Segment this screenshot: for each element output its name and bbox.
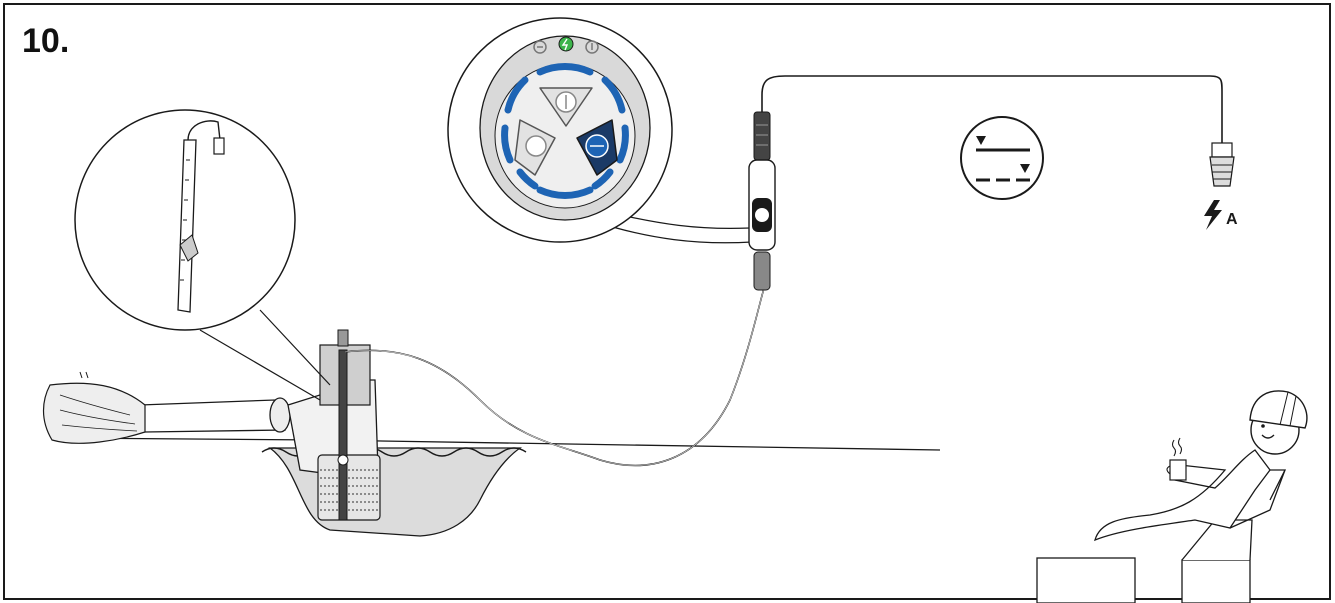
page-border bbox=[3, 3, 1331, 600]
supply-cable bbox=[761, 75, 1223, 145]
submersible-pump bbox=[287, 329, 381, 521]
discharge-hose bbox=[42, 371, 291, 444]
stop-button[interactable] bbox=[539, 87, 593, 127]
power-plug bbox=[1209, 142, 1235, 187]
water-level-icon bbox=[960, 116, 1044, 200]
resting-worker bbox=[1036, 390, 1308, 603]
control-panel-lens bbox=[447, 17, 753, 244]
wrench-icon bbox=[533, 40, 547, 54]
steam-icon bbox=[1171, 437, 1183, 457]
status-bar-top bbox=[536, 63, 594, 76]
pump-cable bbox=[344, 284, 766, 467]
step-number: 10. bbox=[22, 22, 70, 60]
thermometer-icon bbox=[585, 40, 599, 54]
power-ok-icon bbox=[558, 36, 574, 52]
inline-controller bbox=[748, 111, 776, 291]
lightning-bolt-icon bbox=[1204, 200, 1222, 230]
power-phase-letter: A bbox=[1226, 211, 1238, 228]
bracket-detail-lens bbox=[74, 109, 331, 401]
coffee-cup bbox=[1166, 459, 1187, 481]
manual-button[interactable] bbox=[514, 119, 556, 176]
auto-level-button[interactable] bbox=[576, 119, 618, 176]
